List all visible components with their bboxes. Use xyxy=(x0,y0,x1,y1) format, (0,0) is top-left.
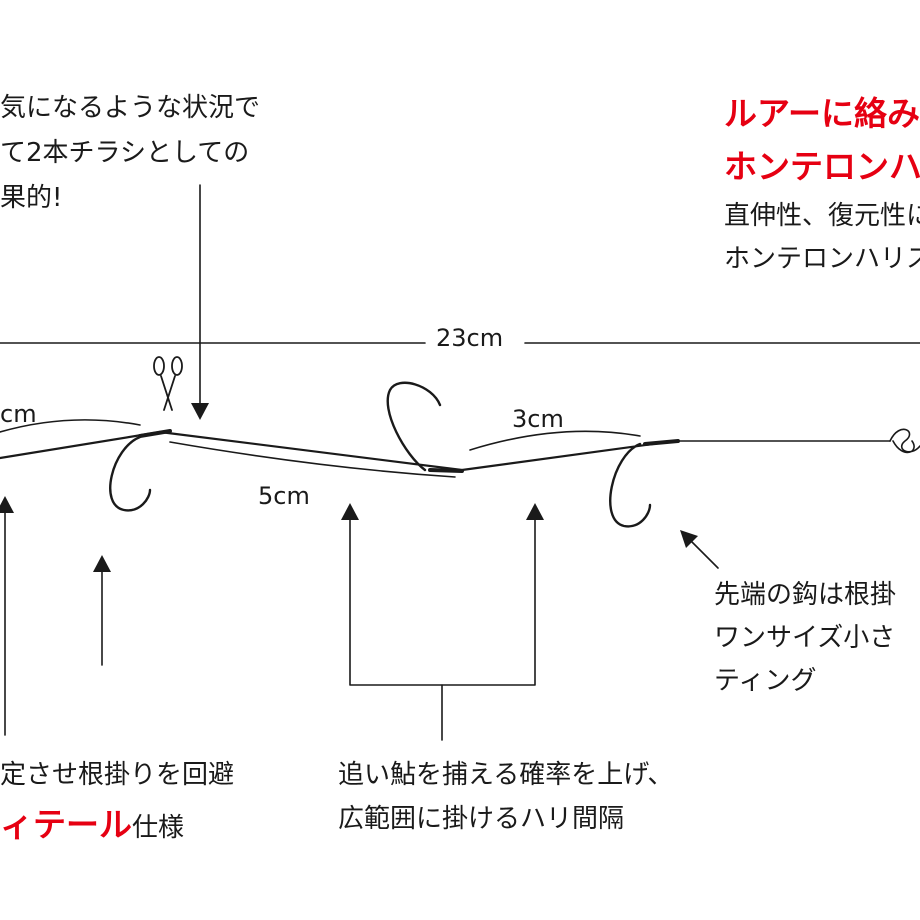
knot-right xyxy=(643,439,680,446)
tip-note-line-1: 先端の鈎は根掛 xyxy=(714,580,897,610)
right-segment-arc xyxy=(469,430,641,451)
middle-segment-arc xyxy=(169,441,456,478)
bracket-right-arrowhead xyxy=(526,503,544,520)
bracket-left-arrowhead xyxy=(341,503,359,520)
harris-line-right xyxy=(460,439,677,472)
bottom-left-suffix: 仕様 xyxy=(132,813,185,843)
top-right-body-line-1: 直伸性、復元性に xyxy=(724,201,920,231)
tip-note-line-3: ティング xyxy=(714,666,817,696)
bottom-left-red-term: ィテール xyxy=(0,805,132,844)
bottom-left-note-line-2: ィテール仕様 xyxy=(0,808,184,841)
top-right-heading-line-2: ホンテロンハ xyxy=(724,147,920,186)
top-right-body-line-2: ホンテロンハリス xyxy=(724,244,920,274)
left-segment-arc xyxy=(0,419,141,433)
total-length-label: 23cm xyxy=(436,324,504,352)
knot-middle xyxy=(428,468,464,473)
spacing-bracket xyxy=(349,507,536,686)
hook-middle xyxy=(386,381,442,472)
hook-left xyxy=(109,435,152,512)
pointer-left-short-arrowhead xyxy=(93,555,111,572)
coiled-line-icon xyxy=(889,428,920,454)
harris-line-middle xyxy=(158,430,464,472)
harris-line-left xyxy=(0,430,162,460)
tip-note-arrowhead xyxy=(680,530,698,548)
top-left-note-line-3: 果的! xyxy=(0,183,63,213)
top-note-arrowhead xyxy=(191,403,209,420)
right-segment-label: 3cm xyxy=(512,405,564,433)
bottom-left-note-line-1: 定させ根掛りを回避 xyxy=(0,760,235,790)
bottom-middle-note-line-1: 追い鮎を捕える確率を上げ、 xyxy=(338,760,674,790)
left-segment-label: cm xyxy=(0,400,37,428)
scissors-icon xyxy=(153,356,183,411)
top-left-note-line-1: 気になるような状況で xyxy=(0,93,261,123)
tip-note-line-2: ワンサイズ小さ xyxy=(714,623,896,653)
top-left-note-line-2: て2本チラシとしての xyxy=(0,138,250,168)
bottom-middle-note-line-2: 広範囲に掛けるハリ間隔 xyxy=(338,804,625,834)
top-right-heading-line-1: ルアーに絡み xyxy=(724,94,920,133)
pointer-left-tall-arrowhead xyxy=(0,496,14,513)
knot-left xyxy=(138,429,172,438)
middle-segment-label: 5cm xyxy=(258,482,310,510)
hook-right xyxy=(609,442,652,528)
